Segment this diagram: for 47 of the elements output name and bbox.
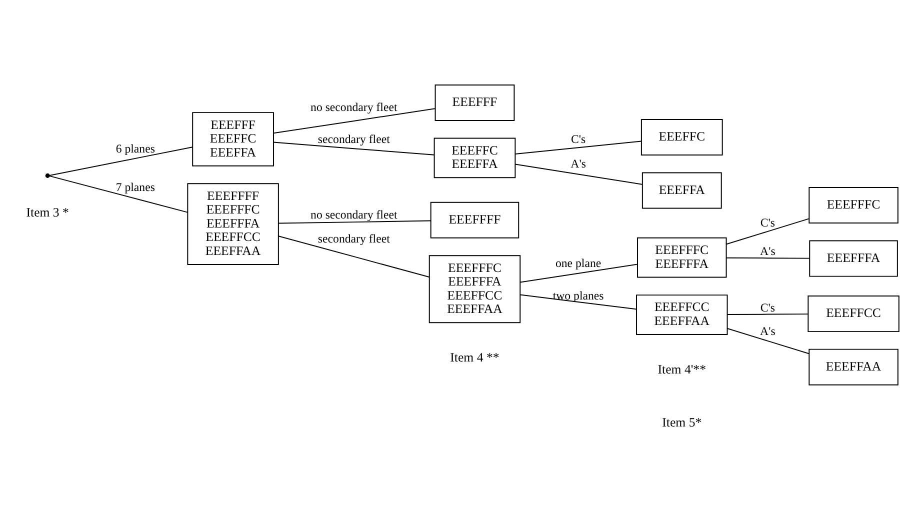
- edge-label: A's: [760, 244, 776, 258]
- node-box: EEEFFF: [434, 84, 515, 120]
- edge-label: secondary fleet: [318, 131, 390, 146]
- node-box: EEEFFC: [640, 118, 723, 155]
- connector: [726, 328, 810, 354]
- connector: [273, 108, 436, 134]
- connector: [48, 146, 193, 176]
- connector: [520, 294, 637, 310]
- connector: [273, 141, 435, 155]
- node-box: EEEFFFC EEEFFFA EEEFFCC EEEFFAA: [428, 254, 521, 323]
- node-box: EEEFFCC: [808, 295, 900, 332]
- connector: [726, 313, 808, 315]
- connector: [726, 218, 810, 244]
- connector: [278, 220, 432, 224]
- connector: [514, 163, 643, 184]
- connector: [726, 256, 810, 258]
- node-box: EEEFFFA: [809, 240, 898, 276]
- edge-label: no secondary fleet: [310, 100, 398, 114]
- connector: [520, 263, 638, 282]
- node-box: EEEFFFF: [430, 201, 520, 238]
- label: Item 3 *: [26, 205, 69, 220]
- edge-label: C's: [760, 215, 776, 230]
- edge-label: no secondary fleet: [310, 207, 398, 222]
- edge-label: one plane: [555, 256, 602, 270]
- edge-label: A's: [570, 156, 586, 170]
- node-box: EEEFFAA: [808, 348, 898, 385]
- connector: [48, 174, 188, 212]
- edge-label: C's: [571, 131, 586, 146]
- node-box: EEEFFF EEEFFC EEEFFA: [192, 112, 274, 166]
- node-point: [45, 172, 50, 178]
- node-box: EEEFFFC: [808, 186, 898, 224]
- connector: [514, 140, 642, 154]
- label: Item 4 **: [450, 350, 500, 364]
- connector: [278, 235, 430, 277]
- node-box: EEEFFCC EEEFFAA: [636, 294, 728, 335]
- edge-label: 6 planes: [116, 141, 155, 156]
- node-box: EEEFFC EEEFFA: [434, 137, 516, 178]
- label: Item 4'**: [658, 362, 706, 376]
- label: Item 5*: [662, 415, 702, 430]
- node-box: EEEFFFF EEEFFFC EEEFFFA EEEFFCC EEEFFAA: [187, 182, 279, 264]
- edge-label: C's: [760, 300, 776, 314]
- node-box: EEEFFA: [642, 172, 722, 208]
- edge-label: two planes: [552, 288, 604, 302]
- edge-label: A's: [760, 324, 776, 338]
- node-box: EEEFFFC EEEFFFA: [637, 236, 727, 278]
- edge-label: 7 planes: [116, 180, 155, 194]
- edge-label: secondary fleet: [318, 230, 390, 245]
